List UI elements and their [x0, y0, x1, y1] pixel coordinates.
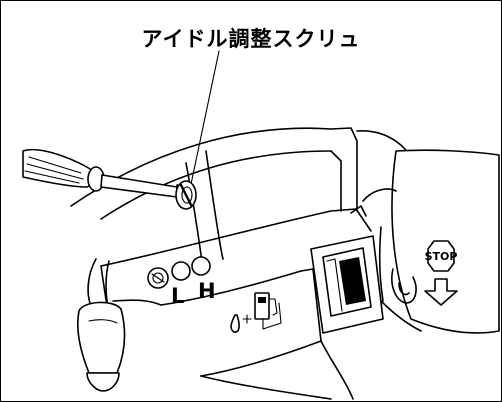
high-screw-port[interactable] [191, 256, 211, 276]
primer-bulb-icon [230, 314, 240, 333]
callout-leader-line [189, 50, 220, 190]
low-screw-port[interactable] [171, 261, 191, 281]
handle-grip [76, 258, 126, 392]
primer-fuel-symbols [230, 292, 282, 333]
rocker-switch[interactable] [310, 235, 384, 334]
low-label: L [171, 284, 184, 308]
stop-switch[interactable]: STOP [425, 240, 458, 272]
down-arrow-icon [424, 278, 458, 306]
idle-adjust-screw-icon[interactable] [175, 180, 197, 210]
stop-switch-icon [427, 240, 455, 272]
carburetor-adjust-screws: L H [147, 256, 216, 308]
callout-label: アイドル調整スクリュ [141, 27, 361, 51]
stop-label: STOP [425, 250, 458, 263]
fuel-pump-icon [254, 292, 282, 330]
high-label: H [198, 279, 216, 303]
screwdriver-icon [22, 148, 194, 200]
